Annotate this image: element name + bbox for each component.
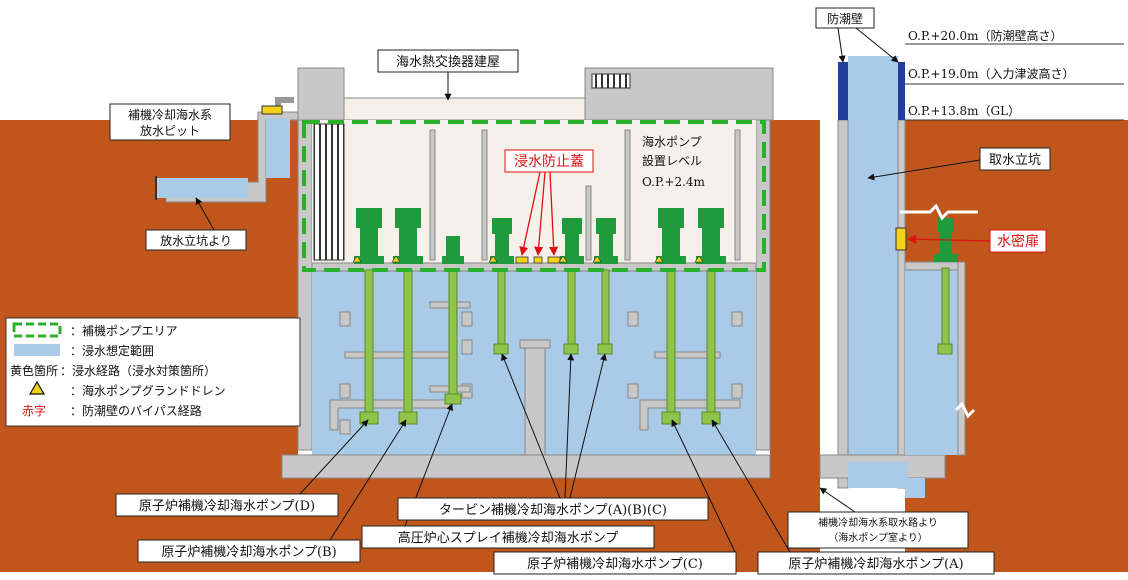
seawall-label: 防潮壁 (827, 11, 863, 26)
base-slab (281, 454, 771, 479)
pump-d-label: 原子炉補機冷却海水ポンプ(D) (139, 499, 315, 514)
legend-label-2: ：浸水経路（浸水対策箇所） (60, 363, 216, 378)
building-label: 海水熱交換器建屋 (396, 54, 500, 70)
vent-grille-icon (591, 73, 631, 89)
hpcs-label: 高圧炉心スプレイ補機冷却海水ポンプ (398, 530, 619, 546)
seawall-arrow-left (837, 27, 846, 63)
legend-label-4: ：防潮壁のバイパス経路 (70, 403, 202, 418)
legend-swatch-blue (14, 344, 60, 356)
level-lines (905, 43, 1124, 121)
pump-a-arrow (711, 419, 791, 553)
pump-a-label: 原子炉補機冷却海水ポンプ(A) (788, 557, 963, 572)
legend: ：補機ポンプエリア ：浸水想定範囲 黄色箇所 ：浸水経路（浸水対策箇所） ：海水… (5, 317, 301, 427)
pump-level-label-3: O.P.+2.4m (642, 175, 706, 189)
discharge-pit-label-2: 放水ピット (140, 123, 200, 138)
side-pump (934, 218, 958, 355)
pump-c-arrow (671, 419, 736, 553)
pump-b-label: 原子炉補機冷却海水ポンプ(B) (161, 545, 336, 560)
pump-rccw-a (696, 208, 726, 425)
intake-shaft-arrow (867, 159, 981, 181)
break-line-lower (954, 401, 976, 419)
pump-hall (312, 120, 756, 263)
pump-c-label-box (493, 551, 737, 575)
from-shaft-label-box (145, 229, 247, 251)
soil-middle (770, 120, 820, 572)
intake-shaft-water (848, 56, 898, 488)
legend-triangle-icon (28, 380, 46, 395)
pump-turbine-c (594, 218, 618, 355)
discharge-pit-cover (261, 105, 283, 115)
legend-label-0: ：補機ポンプエリア (70, 323, 178, 338)
pump-b-label-box (137, 539, 361, 563)
heat-exchanger-building (343, 97, 586, 121)
intake-shaft-wall-left (837, 119, 849, 489)
pump-a-label-box (757, 551, 995, 575)
discharge-pit-water (156, 178, 248, 198)
seawall-label-box (815, 7, 875, 29)
turbine-label-box (397, 497, 709, 521)
from-shaft-label: 放水立坑より (160, 233, 232, 248)
intake-channel-arrow (819, 487, 856, 513)
watertight-door-arrow (907, 234, 991, 244)
flood-stop-arrows (519, 171, 559, 256)
hall-partitions (429, 129, 741, 261)
pump-d-label-box (115, 493, 339, 517)
op-13-label: O.P.+13.8m（GL） (908, 104, 1020, 118)
legend-symbol-2: 黄色箇所 (10, 364, 58, 378)
intake-base-water (848, 462, 908, 488)
legend-label-3: ：海水ポンプグランドドレン (70, 383, 226, 398)
gland-drain-triangles (352, 255, 704, 263)
intake-shaft-label-box (979, 147, 1051, 171)
intake-channel-label-1: 補機冷却海水系取水路より (818, 516, 938, 529)
pump-b-arrow (329, 419, 407, 541)
seawall-arrow-right (855, 27, 899, 63)
side-chamber-slab (904, 261, 966, 271)
legend-swatch-dashed (12, 322, 62, 338)
side-chamber-wall (957, 261, 966, 456)
legend-symbol-4: 赤字 (22, 403, 46, 418)
from-shaft-arrow (195, 197, 215, 231)
pump-rccw-b (393, 208, 423, 425)
building-roof-left (297, 67, 345, 121)
seawall-right (898, 62, 905, 120)
op-19-label: O.P.+19.0m（入力津波高さ） (908, 66, 1075, 81)
break-line-upper (900, 203, 978, 221)
legend-label-1: ：浸水想定範囲 (70, 343, 154, 358)
pump-rccw-c (656, 208, 686, 425)
intake-channel-label-box (787, 511, 969, 549)
discharge-pit-label-1: 補機冷却海水系 (128, 107, 212, 122)
grate-column (313, 123, 345, 261)
pump-level-label-2: 設置レベル (642, 153, 702, 168)
turbine-label: タービン補機冷却海水ポンプ(A)(B)(C) (439, 503, 667, 518)
pump-level-label-1: 海水ポンプ (642, 134, 702, 149)
flood-stop-label-box (504, 149, 594, 173)
flood-stop-label: 浸水防止蓋 (514, 154, 584, 170)
watertight-door (895, 227, 907, 251)
discharge-pit-riser (266, 118, 290, 178)
seawall-left (838, 62, 848, 120)
pump-c-label: 原子炉補機冷却海水ポンプ(C) (527, 557, 703, 572)
watertight-door-label: 水密扉 (997, 233, 1039, 250)
op-20-label: O.P.+20.0m（防潮壁高さ） (908, 28, 1063, 43)
intake-bottom-channel (905, 478, 925, 498)
hpcs-label-box (361, 525, 655, 549)
turbine-arrows (501, 353, 607, 499)
intake-shaft-label: 取水立坑 (989, 153, 1041, 168)
pump-area-outline (302, 120, 766, 272)
side-chamber-water (905, 268, 958, 455)
flood-stop-covers (515, 256, 561, 264)
intake-shaft-wall-right (897, 119, 906, 489)
discharge-pit-label-box (109, 103, 231, 141)
pump-d-arrow (299, 419, 369, 495)
intake-channel-label-2: （海水ポンプ室より） (828, 531, 928, 544)
